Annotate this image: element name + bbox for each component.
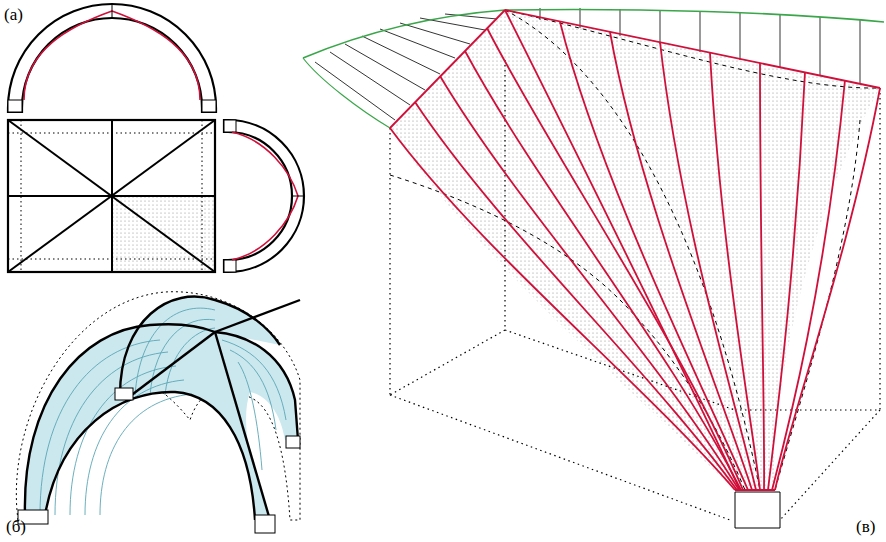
vault-plan [8, 120, 215, 272]
panel-label: (в) [856, 518, 875, 535]
vault-perspective [16, 292, 300, 533]
panel-label: (а) [4, 6, 23, 23]
arch-section-top [8, 4, 216, 112]
panel-label: (б) [6, 518, 26, 535]
arch-section-side [224, 120, 304, 272]
vault-web-detail [303, 8, 884, 528]
